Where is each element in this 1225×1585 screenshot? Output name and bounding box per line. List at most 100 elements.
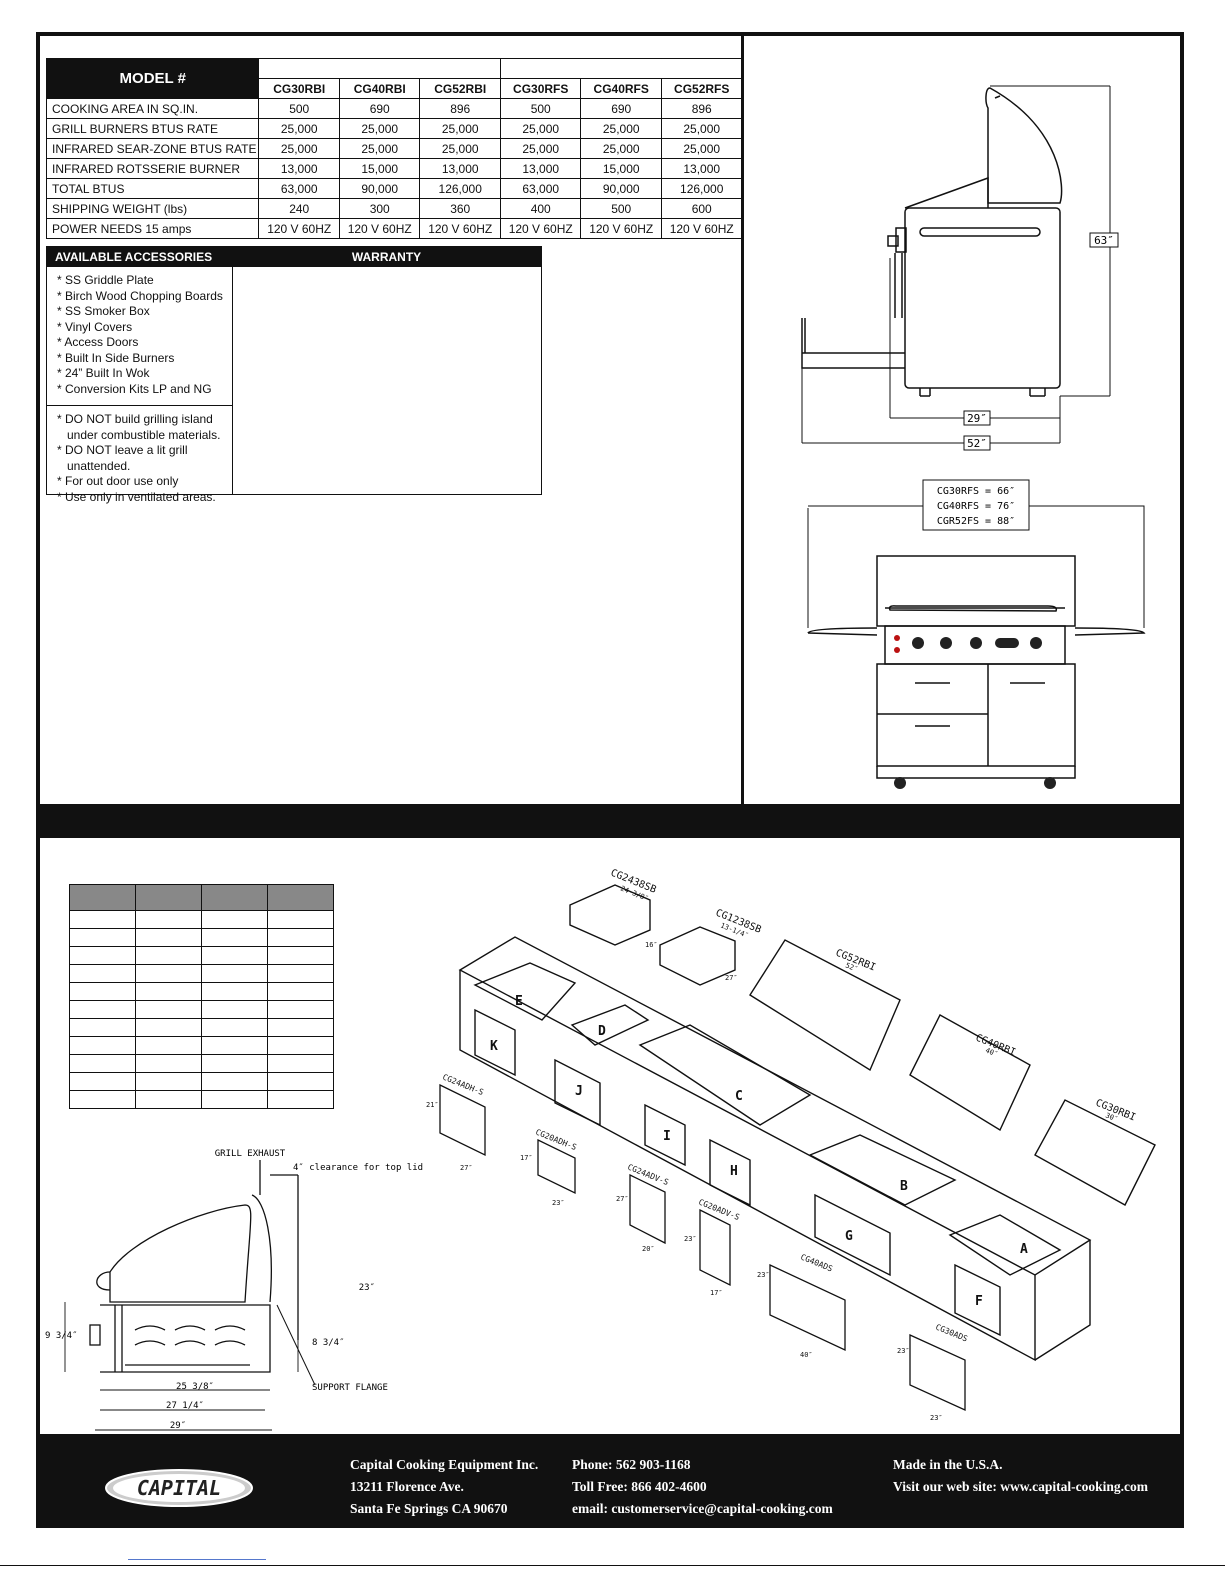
table-row: SHIPPING WEIGHT (lbs) 240 300 360 400 50…: [45, 198, 743, 219]
page-frame: [36, 32, 1184, 1438]
cell: 13,000: [499, 158, 582, 179]
dimension-label: 23″: [684, 1235, 697, 1243]
dimension-label: 23″: [552, 1199, 565, 1207]
cell: 25,000: [338, 138, 421, 159]
row-label: INFRARED SEAR-ZONE BTUS RATE: [45, 138, 260, 159]
dim-box: [963, 435, 991, 451]
cutout-label: F: [975, 1294, 983, 1309]
cell: 90,000: [580, 178, 662, 199]
row-label: SHIPPING WEIGHT (lbs): [45, 198, 260, 219]
made-in-text: Made in the U.S.A.: [893, 1457, 1003, 1472]
table-row: INFRARED SEAR-ZONE BTUS RATE 25,000 25,0…: [45, 138, 743, 159]
cell: 120 V 60HZ: [499, 218, 582, 239]
row-label: POWER NEEDS 15 amps: [45, 218, 260, 239]
grill-exhaust-label: GRILL EXHAUST: [215, 1149, 286, 1159]
cell: 25,000: [419, 118, 501, 139]
phone-text: Phone: 562 903-1168: [572, 1457, 691, 1472]
height-dimension: 63″: [1094, 234, 1114, 247]
cell: 63,000: [258, 178, 340, 199]
accessories-warranty-box: AVAILABLE ACCESSORIES WARRANTY * SS Grid…: [46, 246, 542, 504]
email-link[interactable]: email: customerservice@capital-cooking.c…: [572, 1501, 833, 1516]
cutout-grid: [69, 884, 334, 1109]
dimension-label: 16″: [645, 941, 658, 949]
cell: 240: [258, 198, 340, 219]
cell: 25,000: [580, 138, 662, 159]
warranty-header: WARRANTY: [232, 247, 541, 267]
model-col: CG52RFS: [660, 78, 743, 99]
cell: 25,000: [338, 118, 421, 139]
width-outer-label: 29″: [170, 1421, 186, 1431]
group-header-rfs: [499, 58, 743, 79]
footer-contact: Phone: 562 903-1168 Toll Free: 866 402-4…: [572, 1454, 833, 1520]
section-band: [36, 804, 1184, 838]
cell: 896: [660, 98, 743, 119]
table-row: COOKING AREA IN SQ.IN. 500 690 896 500 6…: [45, 98, 743, 119]
cutout-label: C: [735, 1089, 743, 1104]
capital-logo: CAPITAL: [105, 1469, 253, 1507]
cell: 90,000: [338, 178, 421, 199]
cell: 600: [660, 198, 743, 219]
inner-height-label: 8 3/4″: [312, 1338, 345, 1348]
width-dimension: 52″: [967, 437, 987, 450]
table-row: INFRARED ROTSSERIE BURNER 13,000 15,000 …: [45, 158, 743, 179]
cell: 690: [338, 98, 421, 119]
cell: 25,000: [258, 138, 340, 159]
model-col: CG30RBI: [258, 78, 340, 99]
list-item: * Birch Wood Chopping Boards: [57, 288, 223, 303]
cutout-label: J: [575, 1084, 583, 1099]
cell: 13,000: [660, 158, 743, 179]
cell: 15,000: [580, 158, 662, 179]
tollfree-text: Toll Free: 866 402-4600: [572, 1479, 707, 1494]
list-item: * 24” Built In Wok: [57, 366, 150, 380]
dimension-label: 27″: [725, 974, 738, 982]
model-col: CG40RBI: [338, 78, 421, 99]
list-item: * DO NOT leave a lit grill unattended.: [57, 443, 188, 473]
dimension-label: 23″: [897, 1347, 910, 1355]
cell: 690: [580, 98, 662, 119]
cell: 500: [580, 198, 662, 219]
cutout-label: G: [845, 1229, 853, 1244]
cell: 500: [258, 98, 340, 119]
cell: 400: [499, 198, 582, 219]
dimension-label: 23″: [757, 1271, 770, 1279]
company-name: Capital Cooking Equipment Inc.: [350, 1457, 539, 1472]
footer-web: Made in the U.S.A. Visit our web site: w…: [893, 1454, 1148, 1498]
cell: 25,000: [580, 118, 662, 139]
cutout-label: I: [663, 1129, 671, 1144]
front-view-drawing: CG30RFS = 66″ CG40RFS = 76″ CGR52FS = 88…: [807, 479, 1146, 789]
spec-rows: COOKING AREA IN SQ.IN. 500 690 896 500 6…: [45, 98, 743, 239]
dimension-label: 21″: [426, 1101, 439, 1109]
dimension-label: 20″: [642, 1245, 655, 1253]
website-link[interactable]: Visit our web site: www.capital-cooking.…: [893, 1479, 1148, 1494]
side-view-drawing: 63″ 29″ 52″: [801, 85, 1119, 451]
box-divider: [47, 405, 232, 406]
dimension-label: 40″: [800, 1351, 813, 1359]
cutout-label: H: [730, 1164, 738, 1179]
accessories-list: * SS Griddle Plate * Birch Wood Chopping…: [57, 273, 223, 397]
cutout-label: E: [515, 994, 523, 1009]
row-label: INFRARED ROTSSERIE BURNER: [45, 158, 260, 179]
cell: 120 V 60HZ: [338, 218, 421, 239]
logo-text: CAPITAL: [137, 1476, 221, 1500]
box-divider: [232, 247, 233, 494]
cutout-label: B: [900, 1179, 908, 1194]
door-label: CG40ADS: [799, 1253, 834, 1274]
model-col: CG30RFS: [499, 78, 582, 99]
height-label: 23″: [359, 1283, 375, 1293]
cell: 13,000: [419, 158, 501, 179]
cell: 63,000: [499, 178, 582, 199]
door-label: CG24ADH-S: [441, 1073, 485, 1098]
footer-address: Capital Cooking Equipment Inc. 13211 Flo…: [350, 1454, 538, 1520]
width-mid-label: 27 1/4″: [166, 1401, 204, 1411]
page-rule: [0, 1565, 1225, 1566]
island-isometric-drawing: A B C D E F G H I J K CG2438SB CG1238SB …: [426, 868, 1156, 1422]
page-link[interactable]: [128, 1559, 266, 1560]
cell: 25,000: [660, 138, 743, 159]
list-item: * SS Griddle Plate: [57, 273, 154, 287]
left-height-label: 9 3/4″: [45, 1331, 78, 1341]
cutout-label: A: [1020, 1242, 1028, 1257]
table-row: POWER NEEDS 15 amps 120 V 60HZ 120 V 60H…: [45, 218, 743, 239]
dimension-label: 17″: [520, 1154, 533, 1162]
address-line: Santa Fe Springs CA 90670: [350, 1501, 508, 1516]
dimension-label: 23″: [930, 1414, 943, 1422]
